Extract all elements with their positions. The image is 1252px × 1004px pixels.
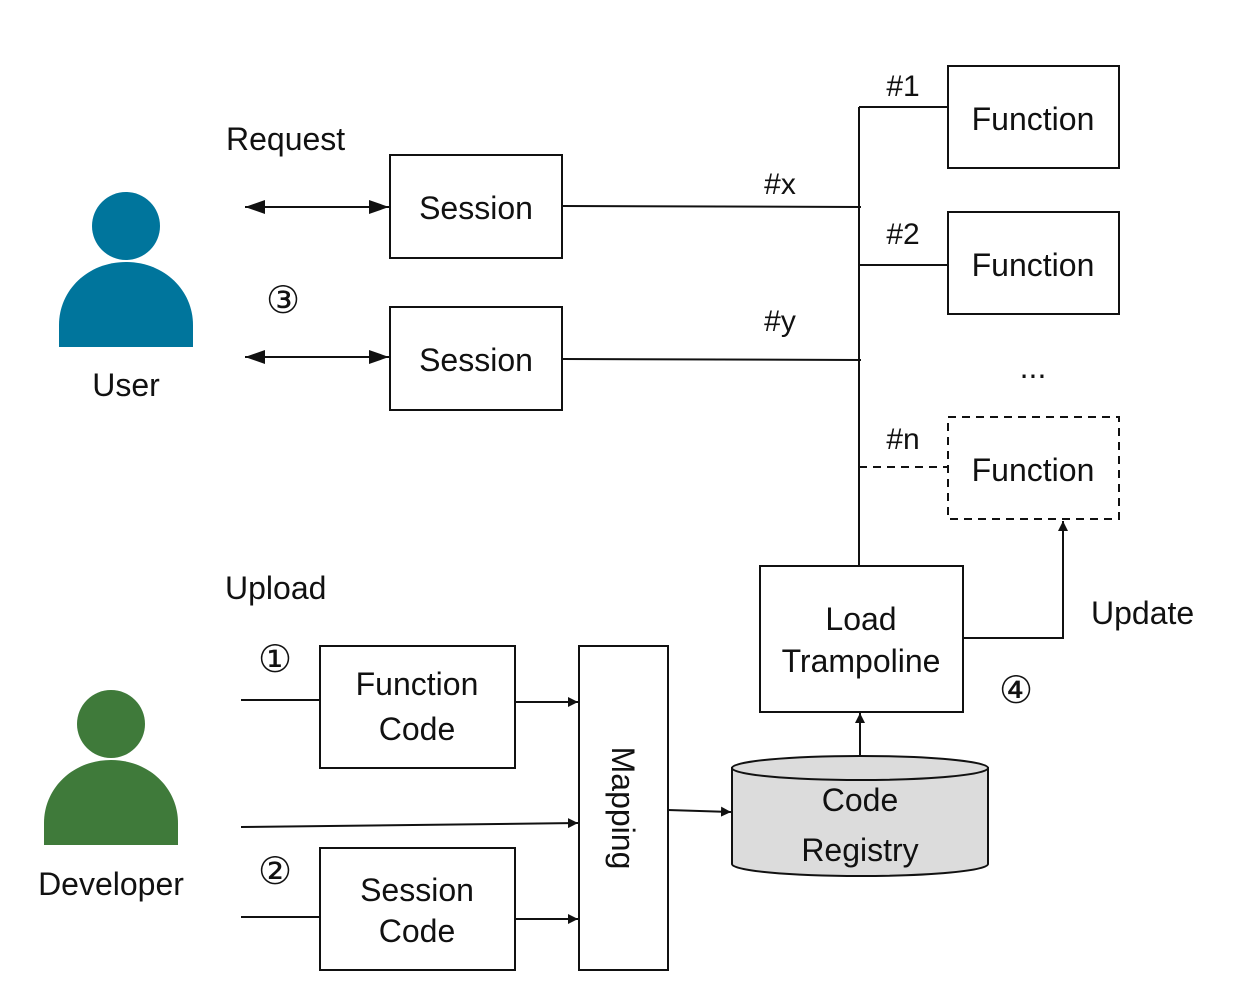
function-code-line2: Code — [379, 711, 456, 747]
function-code-line1: Function — [356, 666, 479, 702]
function-code-box — [319, 645, 516, 769]
code-registry-cylinder — [731, 755, 989, 877]
mapping-label: Mapping — [605, 747, 641, 870]
function-1-index: #1 — [886, 70, 919, 103]
session-code-line1: Session — [360, 872, 474, 908]
function-2-index: #2 — [886, 218, 919, 251]
function-box-n — [947, 416, 1120, 520]
session-code-box — [319, 847, 516, 971]
session-box-x — [389, 154, 563, 259]
session-x-link — [562, 205, 862, 208]
trampoline-line2: Trampoline — [782, 643, 941, 679]
trampoline-line1: Load — [825, 601, 896, 637]
step-2-label: ② — [258, 851, 292, 893]
update-label: Update — [1091, 595, 1194, 631]
step-1-label: ① — [258, 639, 292, 681]
request-label: Request — [226, 121, 345, 157]
upload-label: Upload — [225, 570, 326, 606]
function-n-index: #n — [886, 423, 919, 456]
step-3-label: ③ — [266, 280, 300, 322]
session-box-y — [389, 306, 563, 411]
developer-to-mapping — [240, 818, 579, 829]
load-trampoline-box — [759, 565, 964, 713]
function-label-2: Function — [972, 247, 1095, 283]
developer-icon — [44, 690, 178, 845]
function-label-n: Function — [972, 452, 1095, 488]
function-box-2 — [947, 211, 1120, 315]
user-label: User — [92, 367, 160, 403]
user-icon — [59, 192, 193, 347]
route-y-label: #y — [764, 305, 796, 338]
update-arrow — [963, 521, 1068, 639]
registry-line1: Code — [822, 782, 899, 818]
session-label-y: Session — [419, 342, 533, 378]
function-box-1 — [947, 65, 1120, 169]
mapping-to-registry — [667, 806, 732, 817]
mapping-box — [578, 645, 669, 971]
route-x-label: #x — [764, 168, 796, 201]
session-y-link — [562, 358, 862, 361]
developer-label: Developer — [38, 866, 184, 902]
function-label-1: Function — [972, 101, 1095, 137]
ellipsis-label: ... — [1020, 349, 1047, 385]
registry-line2: Registry — [801, 832, 918, 868]
session-code-line2: Code — [379, 913, 456, 949]
step-4-label: ④ — [999, 670, 1033, 712]
session-label-x: Session — [419, 190, 533, 226]
